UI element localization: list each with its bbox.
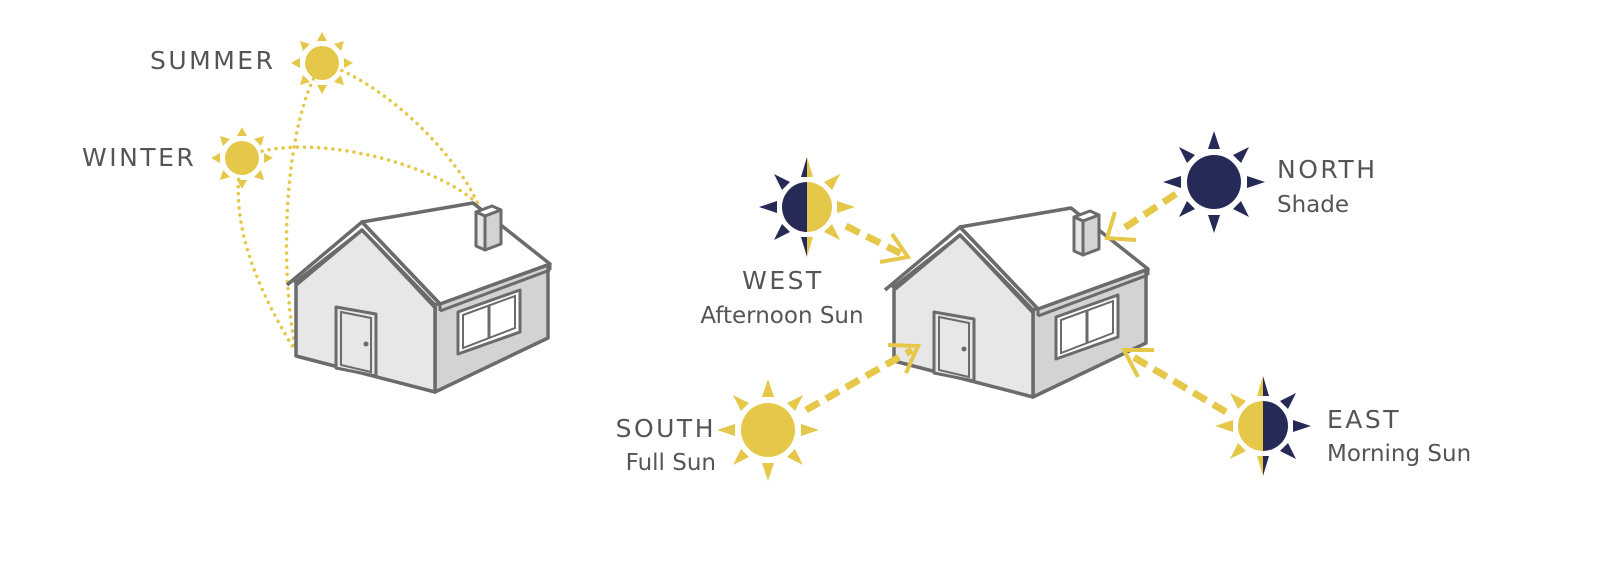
south-sun-icon <box>717 379 819 481</box>
north-sublabel: Shade <box>1277 192 1349 218</box>
light-arrows <box>804 191 1228 416</box>
west-label: WEST <box>742 266 824 295</box>
summer-sun-icon <box>291 32 353 94</box>
south-label: SOUTH <box>616 414 716 443</box>
east-sublabel: Morning Sun <box>1327 441 1471 467</box>
winter-path-left <box>236 156 298 354</box>
north-sun-icon <box>1163 131 1265 233</box>
west-arrow <box>844 222 912 264</box>
south-sublabel: Full Sun <box>626 450 716 476</box>
seasonal-sun-path-diagram: SUMMER WINTER <box>82 32 552 394</box>
north-label: NORTH <box>1277 155 1378 184</box>
north-arrow <box>1104 191 1178 242</box>
summer-path-right <box>320 61 482 210</box>
east-sun-icon <box>1215 376 1311 476</box>
south-arrow <box>804 343 922 414</box>
west-sublabel: Afternoon Sun <box>700 303 863 329</box>
house-left <box>285 201 552 394</box>
winter-label: WINTER <box>82 143 196 172</box>
winter-sun-icon <box>211 127 273 189</box>
east-label: EAST <box>1327 405 1401 434</box>
orientation-diagram: WEST Afternoon Sun NORTH Shade SOUTH Ful… <box>616 131 1471 481</box>
sun-path-arcs <box>236 61 482 354</box>
east-arrow <box>1120 348 1228 416</box>
west-sun-icon <box>759 157 855 257</box>
winter-path-right <box>240 145 480 206</box>
summer-label: SUMMER <box>150 46 275 75</box>
